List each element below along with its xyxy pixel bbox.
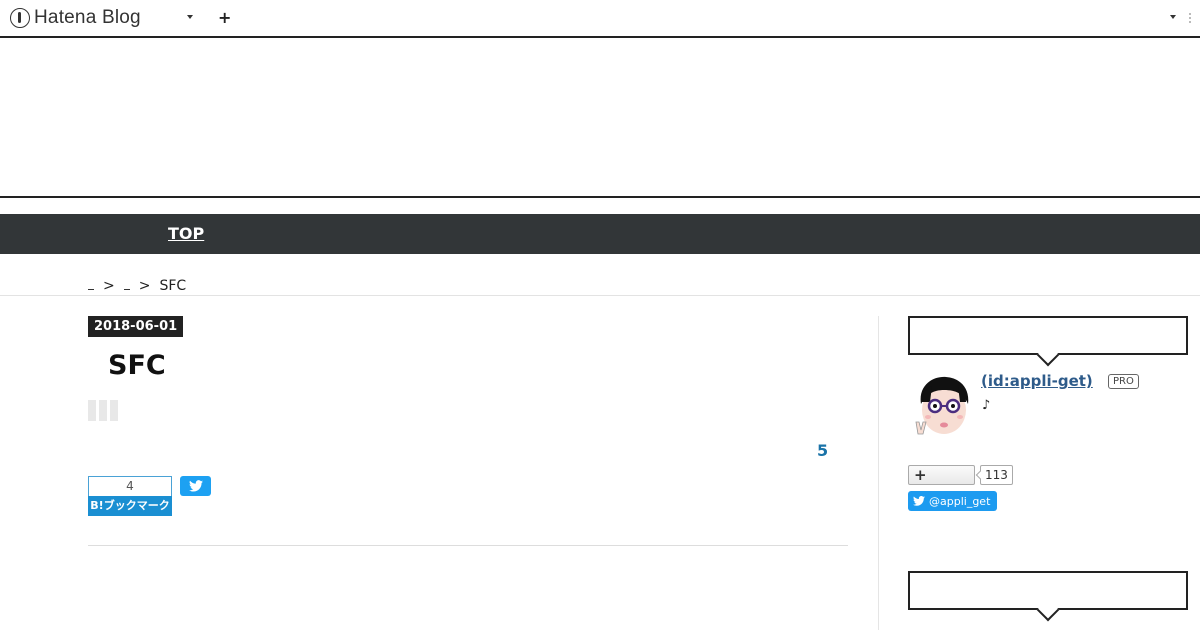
breadcrumb-current: SFC — [159, 278, 187, 294]
breadcrumb-divider — [0, 295, 1200, 296]
pro-badge: PRO — [1108, 374, 1139, 389]
placeholder-block — [99, 400, 107, 421]
hatena-blog-logo-icon — [10, 8, 30, 28]
twitter-bird-icon — [913, 496, 925, 506]
breadcrumb-separator: > — [103, 278, 115, 294]
hatena-bookmark-count: 4 — [88, 476, 172, 496]
breadcrumb-link-category[interactable] — [123, 276, 130, 290]
sidebar-module-title-secondary — [908, 571, 1188, 610]
entry-title[interactable]: SFC — [108, 350, 166, 381]
twitter-bird-icon — [188, 480, 203, 492]
logo-dropdown-chevron-icon[interactable] — [187, 15, 193, 19]
profile-avatar[interactable] — [908, 372, 972, 436]
profile-name-link[interactable]: (id:appli-get) — [981, 372, 1093, 390]
profile-description: ♪ — [982, 398, 991, 413]
hatena-blog-logo[interactable]: Hatena Blog — [10, 7, 141, 29]
twitter-handle: @appli_get — [929, 494, 991, 508]
subscriber-count[interactable]: 113 — [980, 465, 1013, 485]
main-sidebar-divider — [878, 316, 879, 630]
breadcrumb: > > SFC — [88, 272, 186, 294]
add-blog-plus-icon[interactable]: + — [218, 8, 232, 27]
placeholder-block — [88, 400, 96, 421]
global-nav: TOP — [0, 214, 1200, 254]
user-menu-chevron-icon[interactable] — [1170, 15, 1176, 19]
twitter-follow-button[interactable]: @appli_get — [908, 491, 998, 511]
subscribe-button[interactable]: + — [908, 465, 975, 485]
placeholder-block — [110, 400, 118, 421]
hatena-bookmark-label: B!ブックマーク — [88, 496, 172, 516]
entry-content-placeholder — [88, 400, 118, 421]
twitter-share-button[interactable] — [180, 476, 211, 496]
entry-date-badge[interactable]: 2018-06-01 — [88, 316, 184, 337]
breadcrumb-separator: > — [138, 278, 151, 294]
breadcrumb-link-home[interactable] — [88, 276, 94, 290]
blog-title-area — [0, 40, 1200, 198]
hatena-blog-logo-text: Hatena Blog — [34, 7, 141, 28]
global-header: Hatena Blog + — [0, 0, 1200, 38]
article-divider — [88, 545, 848, 546]
comment-count-link[interactable]: 5 — [817, 441, 829, 460]
sidebar-module-title-profile — [908, 316, 1188, 355]
user-avatar-icon[interactable] — [1189, 13, 1200, 23]
subscribe-plus-icon: + — [914, 466, 927, 484]
nav-top-link[interactable]: TOP — [168, 224, 205, 243]
hatena-bookmark-button[interactable]: 4 B!ブックマーク — [88, 476, 172, 516]
